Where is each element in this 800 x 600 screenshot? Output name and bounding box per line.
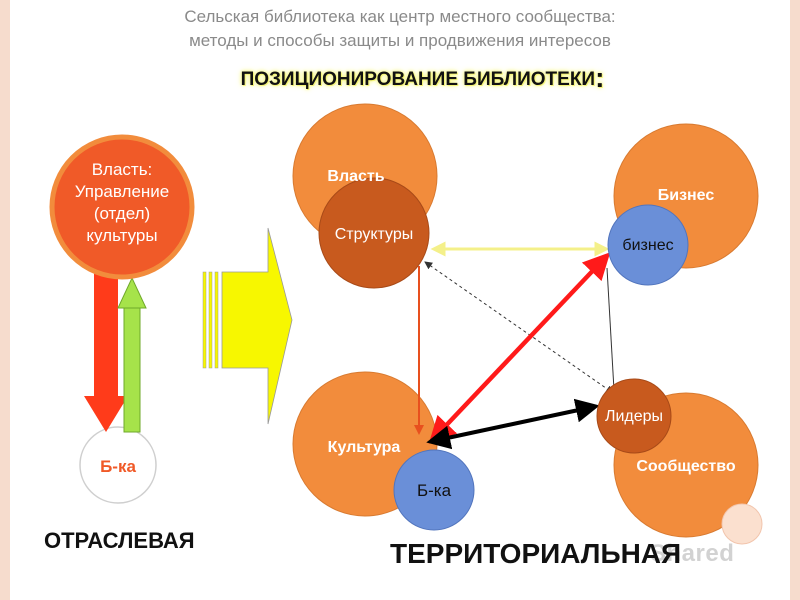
library-label: Б-ка	[416, 481, 452, 500]
heading-text: ПОЗИЦИОНИРОВАНИЕ БИБЛИОТЕКИ	[240, 69, 596, 90]
business-small-circle	[607, 204, 689, 286]
territorial-caption: ТЕРРИТОРИАЛЬНАЯ	[390, 538, 682, 569]
heading-colon: :	[595, 62, 605, 93]
structures-circle	[318, 177, 430, 289]
structures-label: Структуры	[334, 226, 414, 243]
leaders-circle	[596, 378, 672, 454]
sectoral-caption: ОТРАСЛЕВАЯ	[44, 528, 195, 553]
down-arrow-red	[84, 270, 128, 432]
left-library-circle	[79, 426, 157, 504]
decorative-circle	[721, 503, 763, 545]
culture-business-connector	[428, 252, 611, 444]
culture-leaders-connector	[426, 398, 600, 450]
business-label: Бизнес	[657, 187, 715, 204]
community-label: Сообщество	[636, 458, 736, 475]
left-authority-circle	[49, 134, 195, 280]
transition-arrow	[202, 227, 293, 425]
business-leaders-connector	[606, 267, 615, 391]
slide-heading: ПОЗИЦИОНИРОВАНИЕ БИБЛИОТЕКИ:	[0, 62, 800, 94]
power-label: Власть	[327, 168, 385, 185]
subtitle-line-2: методы и способы защиты и продвижения ин…	[189, 31, 611, 50]
business-small-label: бизнес	[622, 237, 674, 254]
watermark: Shared	[650, 540, 735, 567]
subtitle-line-1: Сельская библиотека как центр местного с…	[184, 7, 616, 26]
left-authority-label: Власть: Управление (отдел) культуры	[74, 160, 170, 245]
leaders-label: Лидеры	[604, 408, 664, 425]
library-circle	[393, 449, 475, 531]
culture-label: Культура	[327, 439, 401, 456]
up-arrow-green	[117, 276, 147, 433]
left-library-label: Б-ка	[100, 457, 136, 476]
